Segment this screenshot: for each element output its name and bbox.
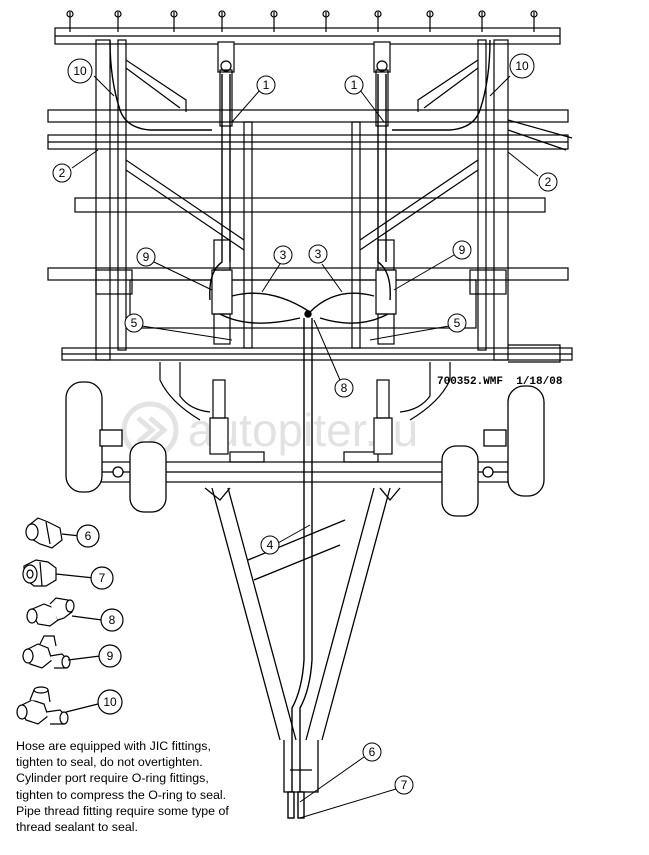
callout-9-left xyxy=(136,247,156,267)
callout-5-right-label: 5 xyxy=(454,316,461,330)
callout-1-left-label: 1 xyxy=(263,78,270,92)
mid-cross-member xyxy=(74,197,546,213)
callout-6-bottom xyxy=(362,742,382,762)
implement-frame xyxy=(47,10,573,483)
callout-6-bottom-label: 6 xyxy=(369,745,376,759)
callout-2-left-label: 2 xyxy=(59,166,66,180)
callout-2-right-label: 2 xyxy=(545,175,552,189)
fitting-10-branch-tee-icon xyxy=(16,686,69,725)
callout-7-bottom xyxy=(394,775,414,795)
callout-9-left-label: 9 xyxy=(143,250,150,264)
fitting-legend: 6 7 8 9 xyxy=(16,517,124,725)
callout-1-right xyxy=(344,75,364,95)
figure-label: 700352.WMF 1/18/08 xyxy=(437,376,563,388)
callout-1-left xyxy=(256,75,276,95)
fitting-8-elbow-icon xyxy=(26,597,75,627)
callout-1-right-label: 1 xyxy=(351,78,358,92)
fitting-9-tee-icon xyxy=(22,635,71,669)
callout-3-right xyxy=(308,244,328,264)
legend-label-7: 7 xyxy=(99,571,106,585)
legend-label-6: 6 xyxy=(85,529,92,543)
callout-8-label: 8 xyxy=(341,381,348,395)
callout-10-left xyxy=(67,58,93,84)
upper-cross-member xyxy=(47,109,569,123)
legend-label-10: 10 xyxy=(103,695,117,709)
legend-callout-6 xyxy=(76,524,100,548)
callout-5-left-label: 5 xyxy=(131,316,138,330)
legend-label-9: 9 xyxy=(107,649,114,663)
callout-7-bottom-label: 7 xyxy=(401,778,408,792)
callout-3-left-label: 3 xyxy=(280,248,287,262)
note-line: thread sealant to seal. xyxy=(16,820,138,835)
callout-2-right xyxy=(538,172,558,192)
callout-4 xyxy=(260,535,280,555)
callout-3-left xyxy=(273,245,293,265)
hydraulic-cylinders xyxy=(209,41,397,455)
legend-callout-9 xyxy=(98,644,122,668)
note-line: tighten to compress the O-ring to seal. xyxy=(16,787,227,802)
legend-callout-8 xyxy=(100,608,124,632)
legend-callout-10 xyxy=(97,689,123,715)
callout-9-right-label: 9 xyxy=(459,243,466,257)
callout-9-right xyxy=(452,240,472,260)
right-wheel xyxy=(507,385,545,497)
fitting-instructions-note: Hose are equipped with JIC fittings, tig… xyxy=(16,738,278,835)
left-wheel xyxy=(65,381,103,493)
tongue-left-rail xyxy=(211,487,297,741)
left-inner-rail xyxy=(243,121,253,349)
fitting-6-straight-adapter-icon xyxy=(25,517,63,549)
note-line: Pipe thread fitting require some type of xyxy=(16,803,229,818)
callouts: 10 10 1 1 2 2 9 9 3 3 xyxy=(52,53,558,819)
callout-4-label: 4 xyxy=(267,538,274,552)
legend-label-8: 8 xyxy=(109,613,116,627)
note-line: tighten to seal, do not overtighten. xyxy=(16,755,203,770)
right-outer-rail xyxy=(493,39,509,361)
right-inner-rail xyxy=(351,121,361,349)
hydraulic-hoses xyxy=(109,39,491,819)
note-line: Hose are equipped with JIC fittings, xyxy=(16,739,211,753)
wheels xyxy=(65,381,545,517)
callout-10-right-label: 10 xyxy=(515,59,529,73)
callout-8 xyxy=(334,378,354,398)
callout-10-right xyxy=(509,53,535,79)
callout-5-right xyxy=(447,313,467,333)
callout-10-left-label: 10 xyxy=(73,64,87,78)
note-line: Cylinder port require O-ring fittings, xyxy=(16,771,209,786)
tongue-right-rail xyxy=(305,487,391,741)
callout-5-left xyxy=(124,313,144,333)
tines xyxy=(66,10,538,32)
legend-callout-7 xyxy=(90,566,114,590)
callout-2-left xyxy=(52,163,72,183)
fitting-7-oring-adapter-icon xyxy=(22,559,57,587)
left-outer-rail xyxy=(95,39,111,361)
center-plate xyxy=(129,279,477,329)
callout-3-right-label: 3 xyxy=(315,247,322,261)
